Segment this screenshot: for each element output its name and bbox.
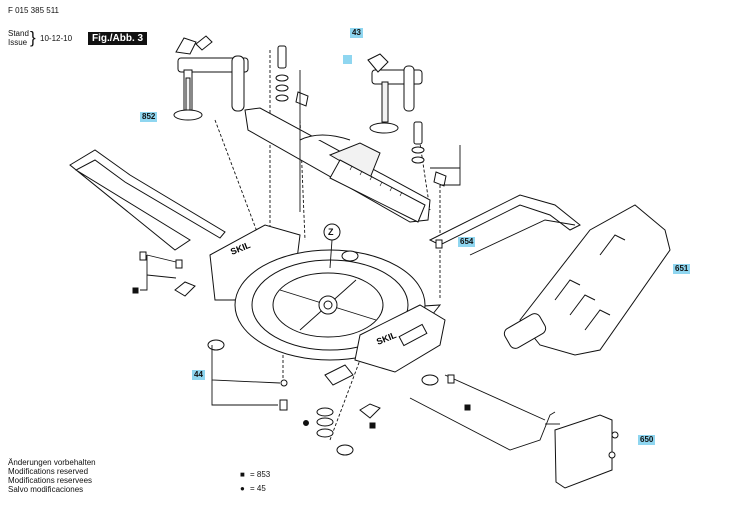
screw-left-1 xyxy=(139,251,147,261)
legend-text-45: = 45 xyxy=(250,484,266,493)
screw-right xyxy=(435,239,443,249)
brace-glyph: } xyxy=(30,28,36,47)
figure-label: Fig./Abb. 3 xyxy=(88,32,148,45)
knob-left xyxy=(174,281,196,297)
legend-text-853: = 853 xyxy=(250,470,271,479)
legend-markers xyxy=(132,287,471,429)
callout-z: Z xyxy=(328,227,334,237)
note-fr: Modifications reservees xyxy=(8,476,93,485)
note-es: Salvo modificaciones xyxy=(8,485,84,494)
doc-number: F 015 385 511 xyxy=(8,6,60,15)
callout-654: 654 xyxy=(458,237,476,247)
saw-base xyxy=(209,224,446,386)
screw-left-2 xyxy=(175,259,183,269)
issue-date: 10-12-10 xyxy=(40,34,73,43)
screw-stack-center xyxy=(275,45,309,107)
note-de: Änderungen vorbehalten xyxy=(8,458,96,467)
callout-marker-square xyxy=(343,55,352,64)
callout-852: 852 xyxy=(140,112,158,122)
legend-symbol-square: ■ xyxy=(240,470,245,479)
hold-down-clamp-left xyxy=(173,35,249,121)
callout-651: 651 xyxy=(673,264,691,274)
callout-650: 650 xyxy=(638,435,656,445)
side-plate xyxy=(554,414,619,489)
screw-lower xyxy=(447,374,455,384)
leader-brackets xyxy=(140,70,560,425)
note-en: Modifications reserved xyxy=(8,467,89,476)
fence-assembly xyxy=(244,107,431,223)
hold-down-clamp-right xyxy=(367,53,447,187)
dust-chute xyxy=(503,204,671,356)
washer-stack xyxy=(316,403,381,438)
issue-label: Issue xyxy=(8,38,28,47)
callout-43: 43 xyxy=(350,28,363,38)
callout-44: 44 xyxy=(192,370,205,380)
legend-symbol-dot: ● xyxy=(240,484,245,493)
stand-label: Stand xyxy=(8,29,29,38)
